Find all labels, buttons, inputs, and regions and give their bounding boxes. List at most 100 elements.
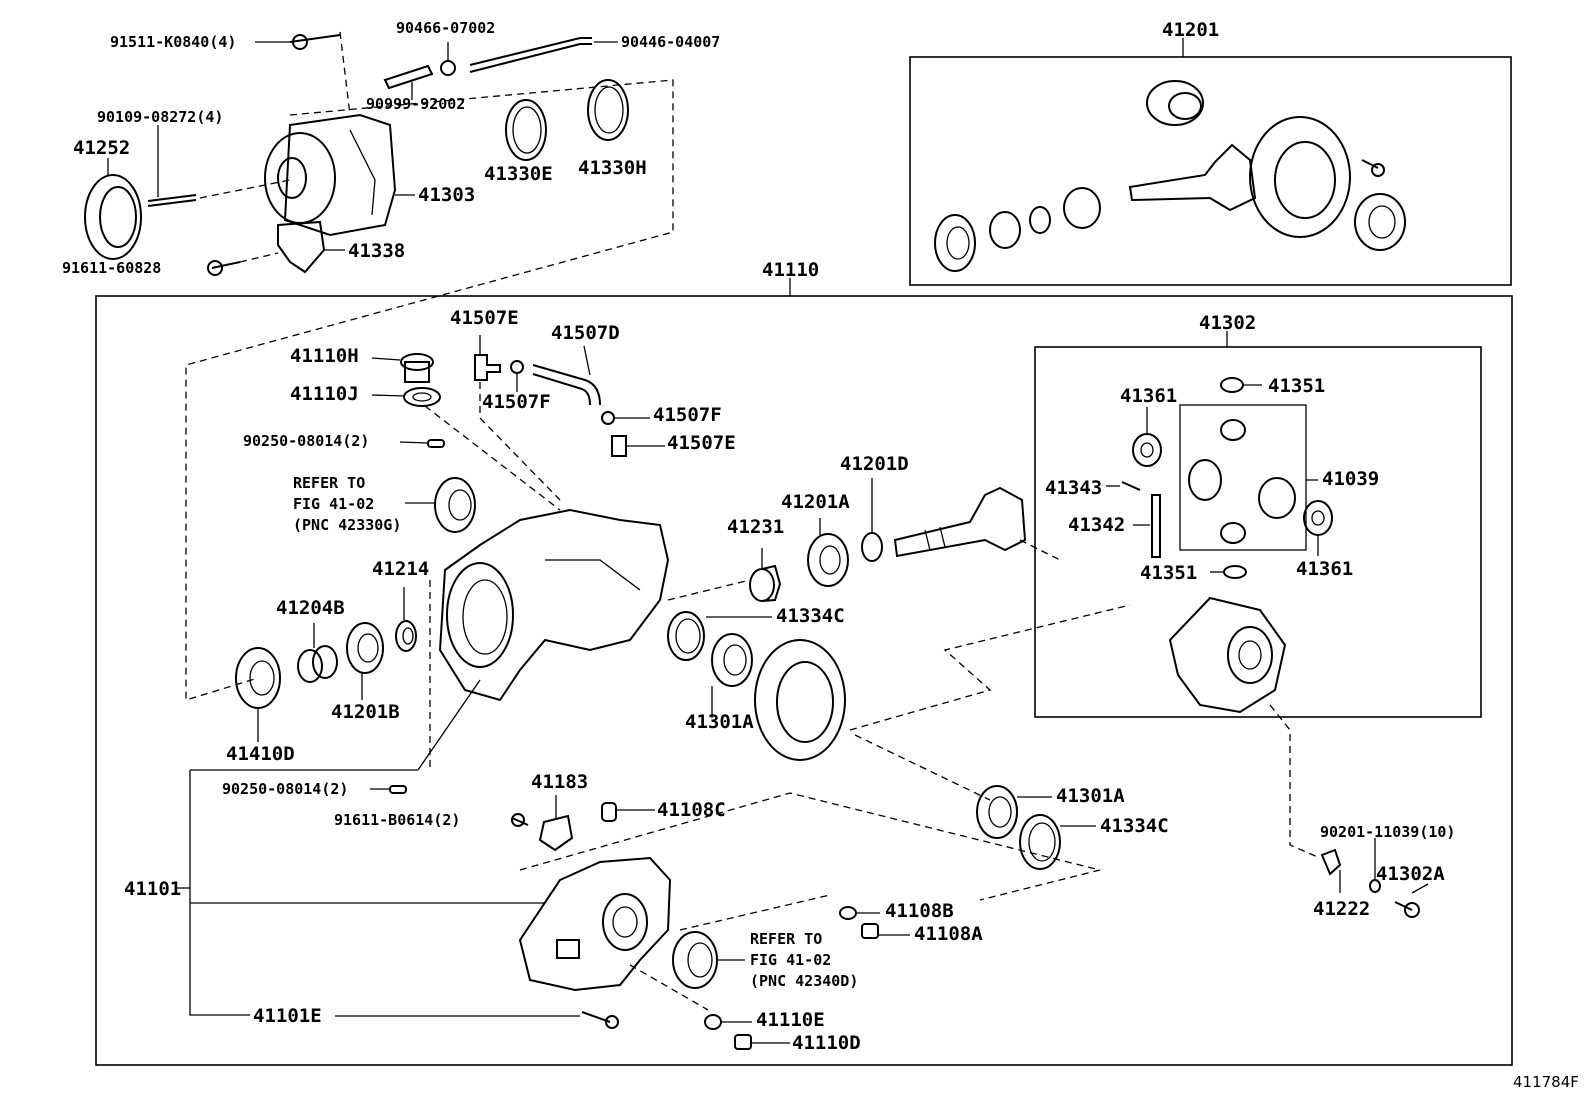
plug-41110D-icon xyxy=(734,1034,790,1050)
callout-41110J: 41110J xyxy=(290,383,359,405)
callout-41343: 41343 xyxy=(1045,477,1103,499)
callout-41108A: 41108A xyxy=(914,923,983,945)
group-label-41110: 41110 xyxy=(762,259,820,281)
gear-set-41201-icon xyxy=(934,80,1406,272)
hose-41507D-icon xyxy=(532,345,601,406)
callout-91611-B0614: 91611-B0614(2) xyxy=(334,811,461,829)
callout-41101: 41101 xyxy=(124,878,182,900)
callout-41222: 41222 xyxy=(1313,898,1371,920)
callout-41301A-bottom: 41301A xyxy=(1056,785,1125,807)
hose-90446-icon xyxy=(469,37,618,73)
ring-gear-icon xyxy=(754,639,846,761)
hose-90999-icon xyxy=(383,64,434,100)
bearing-41201B-icon xyxy=(346,622,384,700)
callout-41302A: 41302A xyxy=(1376,863,1445,885)
callout-41507F-left: 41507F xyxy=(482,391,551,413)
callout-41183: 41183 xyxy=(531,771,589,793)
bolt-91611-B0614-icon xyxy=(511,813,529,827)
box-41039 xyxy=(1179,404,1307,551)
callout-41214: 41214 xyxy=(372,558,430,580)
refer-line-2: FIG 41-02 xyxy=(293,495,375,513)
refer-line-1: REFER TO xyxy=(750,930,823,948)
housing-41110-icon xyxy=(438,508,670,702)
gasket-41110E-icon xyxy=(704,1014,752,1030)
callout-41303: 41303 xyxy=(418,184,476,206)
plug-41110H-icon xyxy=(371,353,434,383)
callout-41351-top: 41351 xyxy=(1268,375,1326,397)
differential-case-icon xyxy=(1168,596,1287,714)
clip-41507F-right-icon xyxy=(601,411,650,425)
callout-41108C: 41108C xyxy=(657,799,726,821)
callout-41201A: 41201A xyxy=(781,491,850,513)
box-41302 xyxy=(1034,346,1482,718)
cover-41303-icon xyxy=(264,113,415,237)
callout-41301A-top: 41301A xyxy=(685,711,754,733)
callout-41507E-top: 41507E xyxy=(450,307,519,329)
breather-41108C-icon xyxy=(601,802,655,822)
callout-41507F-right: 41507F xyxy=(653,404,722,426)
clip-41507F-left-icon xyxy=(510,360,524,392)
washer-41361-right-icon xyxy=(1303,500,1333,556)
callout-91511-K0840: 91511-K0840(4) xyxy=(110,33,237,51)
callout-41231: 41231 xyxy=(727,516,785,538)
callout-41507E-right: 41507E xyxy=(667,432,736,454)
callout-91611-60828: 91611-60828 xyxy=(62,259,162,277)
callout-41201B: 41201B xyxy=(331,701,400,723)
callout-90466-07002: 90466-07002 xyxy=(396,19,496,37)
callout-41338: 41338 xyxy=(348,240,406,262)
connector-41507E-top-icon xyxy=(474,335,501,381)
diagram-code: 411784F xyxy=(1513,1073,1579,1091)
refer-note-42340D: REFER TO FIG 41-02 (PNC 42340D) xyxy=(750,929,858,992)
callout-41201D: 41201D xyxy=(840,453,909,475)
ring-gear-bolt-90201-icon xyxy=(1369,838,1381,893)
drive-pinion-41201-icon xyxy=(893,486,1027,558)
plug-41108A-icon xyxy=(861,923,910,939)
spacer-41231-icon xyxy=(749,548,782,602)
callout-41108B: 41108B xyxy=(885,900,954,922)
bolt-41302A-icon xyxy=(1394,883,1429,918)
seal-41410D-icon xyxy=(235,647,281,742)
refer-line-1: REFER TO xyxy=(293,474,366,492)
callout-41110H: 41110H xyxy=(290,345,359,367)
callout-41252: 41252 xyxy=(73,137,131,159)
callout-41334C-bottom: 41334C xyxy=(1100,815,1169,837)
seal-41252-icon xyxy=(84,158,142,260)
gasket-41330E-icon xyxy=(505,99,547,161)
shaft-41342-icon xyxy=(1133,494,1161,558)
group-label-41201: 41201 xyxy=(1162,19,1220,41)
clip-90466-icon xyxy=(440,42,456,76)
callout-41101E: 41101E xyxy=(253,1005,322,1027)
collapsible-spacer-41201D-icon xyxy=(861,478,883,562)
seal-refer-42340D-icon xyxy=(672,931,745,989)
callout-90999-92002: 90999-92002 xyxy=(366,95,466,113)
callout-41204B: 41204B xyxy=(276,597,345,619)
shim-41334C-bottom-icon xyxy=(1019,814,1096,870)
callout-90201-11039: 90201-11039(10) xyxy=(1320,823,1456,841)
callout-41110D: 41110D xyxy=(792,1032,861,1054)
washer-41361-left-icon xyxy=(1132,407,1162,467)
gasket-41110J-icon xyxy=(371,387,441,407)
box-41201 xyxy=(909,56,1512,286)
callout-41330E: 41330E xyxy=(484,163,553,185)
callout-41351-bottom: 41351 xyxy=(1140,562,1198,584)
bolt-91611-60828-icon xyxy=(207,252,279,276)
refer-line-3: (PNC 42340D) xyxy=(750,972,859,990)
gasket-41330H-icon xyxy=(587,79,629,141)
bolt-41101E-icon xyxy=(335,1011,619,1029)
box-41110 xyxy=(95,295,1513,1066)
pin-41343-icon xyxy=(1106,481,1141,491)
spacer-41204B-icon xyxy=(297,623,338,683)
bearing-41214-icon xyxy=(395,587,417,652)
refer-line-2: FIG 41-02 xyxy=(750,951,832,969)
pin-90250-bottom-icon xyxy=(370,785,407,794)
stud-90109-icon xyxy=(147,125,197,207)
callout-41410D: 41410D xyxy=(226,743,295,765)
callout-41361-left: 41361 xyxy=(1120,385,1178,407)
pinion-shaft-41351-top-icon xyxy=(1220,377,1262,393)
bearing-41301A-bottom-icon xyxy=(976,785,1052,839)
bearing-41301A-top-icon xyxy=(711,633,753,718)
callout-90250-08014-bottom: 90250-08014(2) xyxy=(222,780,349,798)
group-label-41302: 41302 xyxy=(1199,312,1257,334)
bracket-41183-icon xyxy=(538,795,574,852)
